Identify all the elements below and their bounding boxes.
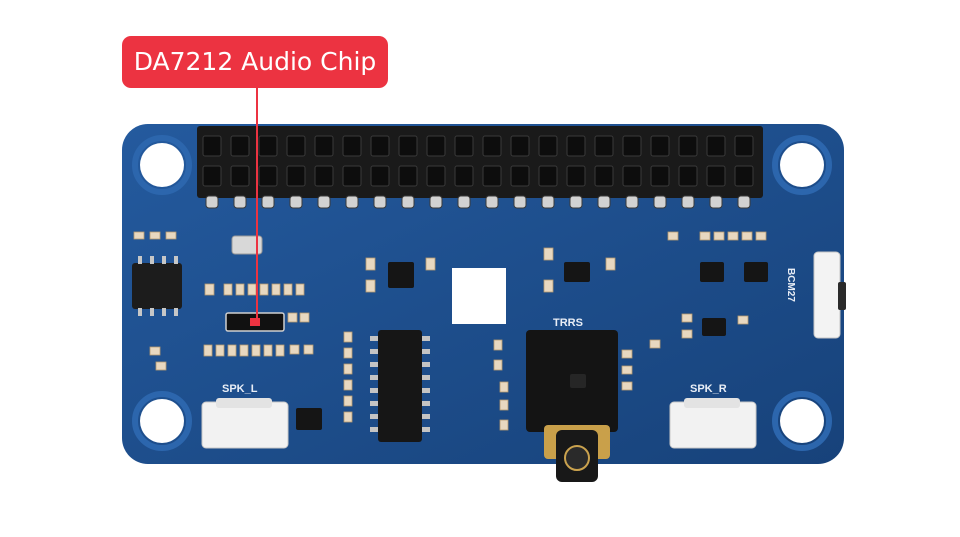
header-pin-socket — [342, 165, 362, 187]
header-pin-socket — [202, 135, 222, 157]
header-pin-solder — [317, 195, 331, 209]
header-pin-socket — [286, 135, 306, 157]
header-pin-socket — [398, 165, 418, 187]
ic-lead — [422, 427, 430, 432]
transistors — [296, 262, 768, 430]
da7212-marker — [250, 318, 260, 326]
header-pin-solder — [261, 195, 275, 209]
mounting-holes — [132, 135, 832, 451]
header-pin-solder — [345, 195, 359, 209]
trrs-audio-jack — [526, 330, 618, 482]
header-pin-solder — [597, 195, 611, 209]
header-pin-socket — [650, 135, 670, 157]
ic-lead — [370, 349, 378, 354]
side-tactile-button — [813, 251, 846, 339]
header-pin-socket — [706, 165, 726, 187]
ic-lead — [422, 336, 430, 341]
header-pin-socket — [454, 165, 474, 187]
center-cutout — [452, 268, 506, 324]
header-pin-socket — [286, 165, 306, 187]
header-pin-solder — [737, 195, 751, 209]
header-pin-solder — [233, 195, 247, 209]
ic-lead — [370, 427, 378, 432]
header-pin-socket — [454, 135, 474, 157]
header-pin-socket — [622, 165, 642, 187]
speaker-connector-left — [201, 398, 289, 449]
header-pin-socket — [342, 135, 362, 157]
header-pin-socket — [510, 165, 530, 187]
header-pin-socket — [482, 165, 502, 187]
header-pin-socket — [706, 135, 726, 157]
header-pin-socket — [650, 165, 670, 187]
header-pin-solder — [401, 195, 415, 209]
header-pin-socket — [678, 135, 698, 157]
soic8-chip — [132, 256, 182, 316]
header-pin-solder — [625, 195, 639, 209]
header-pin-socket — [594, 135, 614, 157]
ic-lead — [370, 336, 378, 341]
header-pin-socket — [566, 135, 586, 157]
header-pin-socket — [482, 135, 502, 157]
ic-lead — [370, 362, 378, 367]
header-pin-socket — [566, 165, 586, 187]
header-pin-socket — [314, 165, 334, 187]
header-pin-solder — [457, 195, 471, 209]
audio-chip-callout-label: DA7212 Audio Chip — [133, 47, 377, 76]
trrs-label: TRRS — [553, 317, 583, 329]
spk-r-label: SPK_R — [690, 383, 727, 395]
header-pin-socket — [426, 165, 446, 187]
header-pin-socket — [510, 135, 530, 157]
header-pin-solder — [681, 195, 695, 209]
header-pin-socket — [538, 165, 558, 187]
passive-components — [133, 231, 767, 431]
header-pin-socket — [622, 135, 642, 157]
header-pin-solder — [513, 195, 527, 209]
header-pin-socket — [594, 165, 614, 187]
header-pin-solder — [485, 195, 499, 209]
ic-lead — [422, 414, 430, 419]
speaker-connector-right — [669, 398, 757, 449]
header-pin-socket — [230, 135, 250, 157]
crystal — [231, 235, 263, 255]
header-pin-solder — [653, 195, 667, 209]
ic-lead — [422, 401, 430, 406]
callout-leader-line — [256, 88, 258, 324]
header-pin-solder — [541, 195, 555, 209]
audio-chip-callout: DA7212 Audio Chip — [122, 36, 388, 88]
header-pin-socket — [398, 135, 418, 157]
header-pin-socket — [314, 135, 334, 157]
ic-lead — [422, 375, 430, 380]
ic-lead — [422, 362, 430, 367]
header-pin-solder — [289, 195, 303, 209]
header-pin-socket — [370, 165, 390, 187]
header-pin-solder — [429, 195, 443, 209]
header-pin-socket — [678, 165, 698, 187]
header-pin-socket — [258, 135, 278, 157]
ic-lead — [370, 401, 378, 406]
header-pin-solder — [709, 195, 723, 209]
soic16-chip — [370, 330, 430, 442]
header-pin-socket — [734, 165, 754, 187]
ic-lead — [370, 388, 378, 393]
header-pin-socket — [370, 135, 390, 157]
header-pin-socket — [258, 165, 278, 187]
spk-l-label: SPK_L — [222, 383, 258, 395]
gpio-header — [197, 126, 763, 209]
header-pin-socket — [734, 135, 754, 157]
header-pin-solder — [373, 195, 387, 209]
ic-lead — [422, 388, 430, 393]
ic-lead — [422, 349, 430, 354]
header-pin-solder — [205, 195, 219, 209]
bcm27-label: BCM27 — [785, 268, 796, 302]
header-pin-socket — [230, 165, 250, 187]
ic-lead — [370, 414, 378, 419]
header-pin-socket — [538, 135, 558, 157]
header-pin-socket — [202, 165, 222, 187]
header-pin-socket — [426, 135, 446, 157]
header-pin-solder — [569, 195, 583, 209]
ic-lead — [370, 375, 378, 380]
